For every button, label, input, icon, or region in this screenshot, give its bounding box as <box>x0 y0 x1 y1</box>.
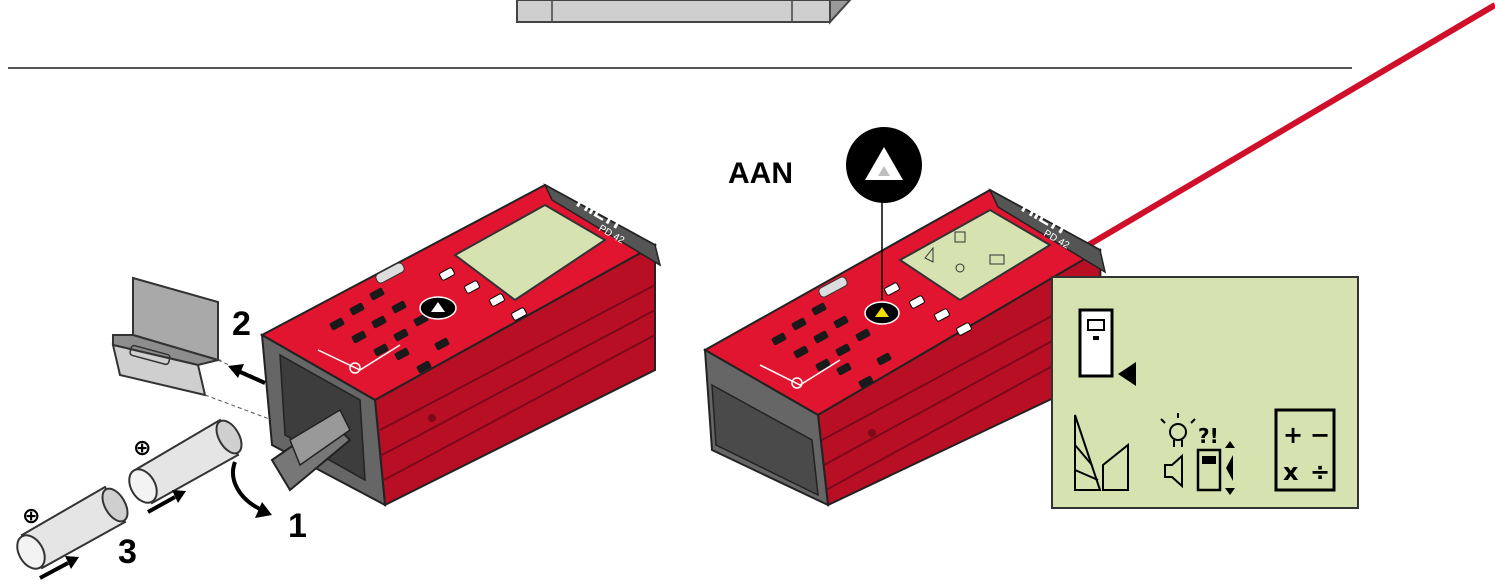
device-right: HILTI PD 42 <box>702 188 1107 507</box>
speaker-icon <box>1164 453 1183 489</box>
svg-text:−: − <box>1310 421 1330 449</box>
battery-cover <box>111 276 222 397</box>
curved-arrow-icon <box>231 461 272 518</box>
battery-upper <box>128 418 243 505</box>
info-symbol: ?! <box>1198 424 1219 448</box>
battery-lower <box>16 485 129 570</box>
battery-plus-lower: ⊕ <box>22 504 40 529</box>
step-1-label: 1 <box>288 507 307 545</box>
straight-arrow-icon <box>39 556 79 580</box>
device-scroll-icon <box>1196 441 1235 495</box>
display-icons-small <box>924 231 1005 273</box>
svg-text:+: + <box>1283 421 1303 449</box>
straight-arrow-icon <box>147 490 186 514</box>
calculator-icon: + − x ÷ <box>1274 408 1336 492</box>
light-bulb-icon <box>1160 413 1196 447</box>
straight-arrow-icon <box>228 364 266 385</box>
step-2-label: 2 <box>232 305 251 343</box>
area-volume-icon <box>1074 414 1129 491</box>
svg-text:÷: ÷ <box>1310 458 1330 486</box>
keypad-right <box>771 282 972 389</box>
on-label: AAN <box>728 157 793 190</box>
distance-device-icon <box>1078 308 1136 386</box>
laser-beam <box>1078 2 1495 253</box>
step-3-label: 3 <box>118 533 137 571</box>
top-box-fragment <box>516 0 852 25</box>
triangle-up-icon <box>846 127 922 203</box>
svg-text:x: x <box>1283 458 1299 486</box>
display-enlarged: ?! + − x ÷ <box>1051 276 1359 509</box>
device-left: HILTI PD 42 <box>259 183 662 507</box>
battery-plus-upper: ⊕ <box>133 436 151 461</box>
keypad-left <box>329 267 527 374</box>
